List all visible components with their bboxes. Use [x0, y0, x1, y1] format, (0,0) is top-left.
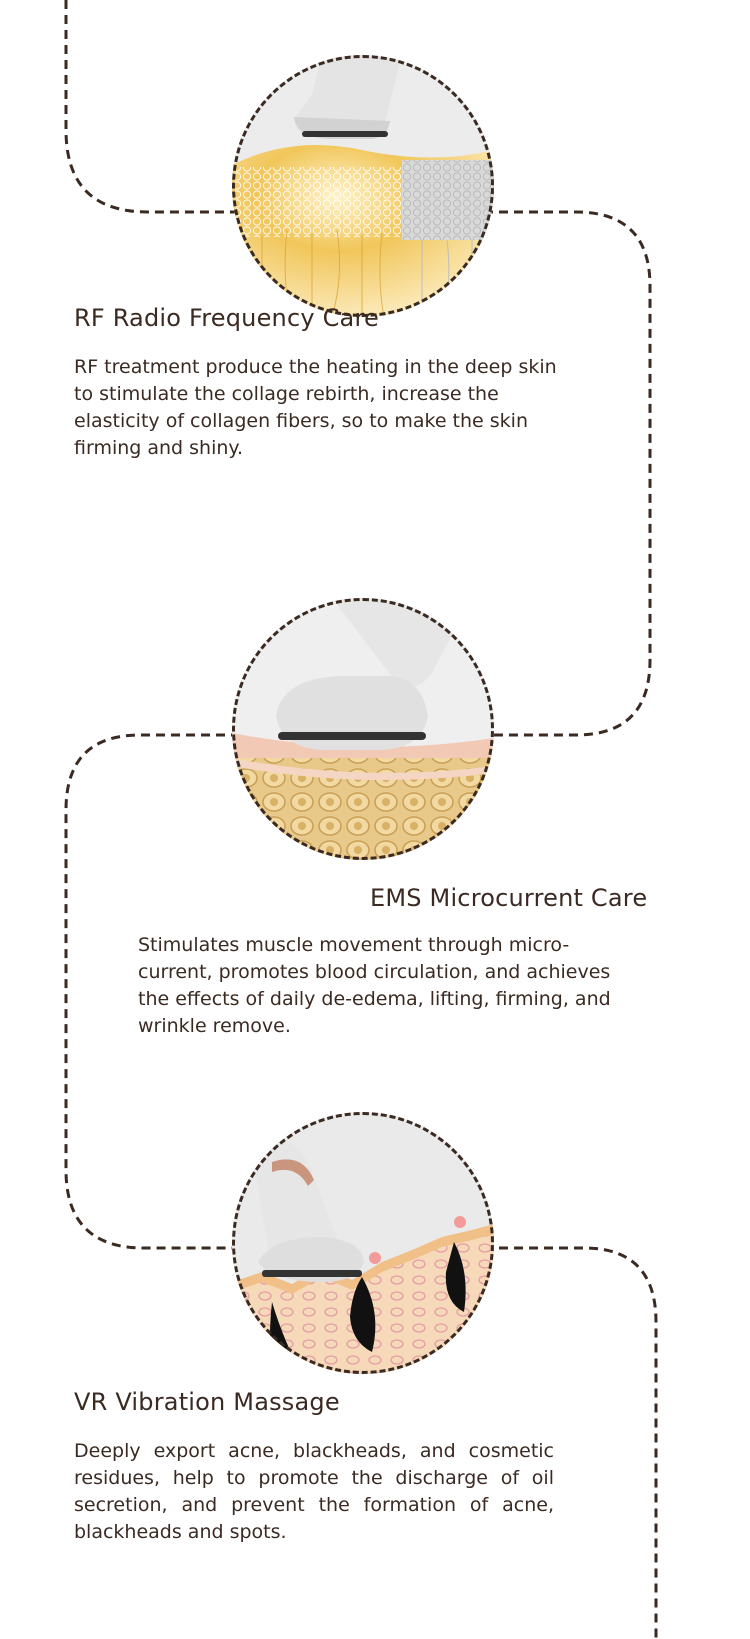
ems-treatment-illustration — [232, 598, 494, 860]
feature-desc-vr: Deeply export acne, blackheads, and cosm… — [74, 1440, 554, 1543]
feature-title-rf: RF Radio Frequency Care — [74, 304, 379, 332]
vibration-treatment-illustration — [232, 1112, 494, 1374]
feature-title-vr: VR Vibration Massage — [74, 1388, 340, 1416]
feature-title-ems: EMS Microcurrent Care — [370, 884, 648, 912]
rf-treatment-illustration — [232, 55, 494, 317]
feature-desc-rf: RF treatment produce the heating in the … — [74, 356, 557, 459]
feature-desc-ems: Stimulates muscle movement through micro… — [138, 934, 611, 1037]
